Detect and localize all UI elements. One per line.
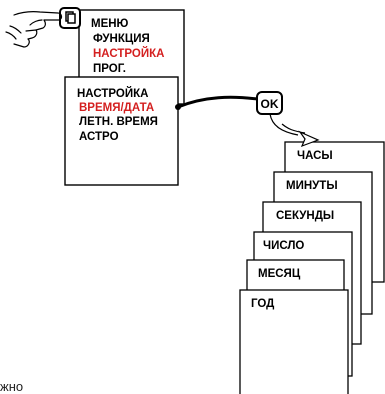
settings-panel: НАСТРОЙКА ВРЕМЯ/ДАТА ЛЕТН. ВРЕМЯ АСТРО bbox=[64, 76, 179, 186]
settings-item-time-date: ВРЕМЯ/ДАТА bbox=[79, 102, 154, 114]
menu-item-menu: МЕНЮ bbox=[91, 18, 129, 30]
footer-text: жно bbox=[0, 379, 24, 394]
finger-pointer-icon bbox=[5, 11, 63, 48]
ok-button-label: OK bbox=[261, 97, 279, 111]
menu-button-icon[interactable] bbox=[59, 7, 81, 29]
settings-item-astro: АСТРО bbox=[79, 131, 119, 143]
connector-line bbox=[175, 95, 258, 110]
card-year-label: ГОД bbox=[251, 298, 274, 310]
settings-item-dst: ЛЕТН. ВРЕМЯ bbox=[79, 116, 158, 128]
card-hours-label: ЧАСЫ bbox=[297, 150, 333, 162]
card-stack: ЧАСЫ МИНУТЫ СЕКУНДЫ ЧИСЛО МЕСЯЦ ГОД bbox=[239, 141, 385, 394]
card-minutes-label: МИНУТЫ bbox=[286, 180, 338, 192]
settings-item-title: НАСТРОЙКА bbox=[77, 87, 148, 100]
menu-item-program: ПРОГ. bbox=[93, 63, 126, 75]
card-month-label: МЕСЯЦ bbox=[258, 268, 301, 280]
ok-button[interactable]: OK bbox=[256, 91, 283, 115]
card-year: ГОД bbox=[239, 289, 349, 394]
card-day-label: ЧИСЛО bbox=[263, 240, 304, 252]
arrow-icon bbox=[269, 113, 320, 148]
card-seconds-label: СЕКУНДЫ bbox=[276, 210, 334, 222]
menu-item-settings: НАСТРОЙКА bbox=[93, 47, 164, 60]
menu-item-function: ФУНКЦИЯ bbox=[93, 33, 150, 45]
